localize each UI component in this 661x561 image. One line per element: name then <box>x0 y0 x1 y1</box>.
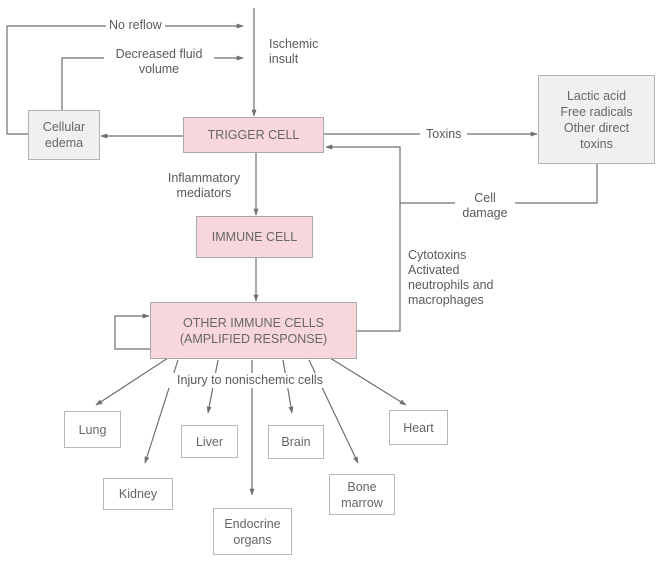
inflammatory-mediators-label: Inflammatory mediators <box>167 171 241 200</box>
no-reflow-label: No reflow <box>106 18 165 33</box>
to-heart-arrow <box>329 357 407 406</box>
amplification-loop <box>114 313 150 350</box>
injury-label: Injury to nonischemic cells <box>160 373 340 388</box>
toxins-label: Toxins <box>420 127 468 142</box>
ischemic-insult-label: Ischemic insult <box>269 37 319 66</box>
brain-box: Brain <box>268 425 324 459</box>
endocrine-organs-box: Endocrine organs <box>213 508 292 555</box>
lung-box: Lung <box>64 411 121 448</box>
cytotoxins-line <box>357 203 401 332</box>
liver-box: Liver <box>181 425 238 458</box>
cellular-edema-box: Cellular edema <box>28 110 100 160</box>
to-lung-arrow <box>95 357 169 406</box>
bone-marrow-box: Bone marrow <box>329 474 395 515</box>
cell-damage-label: Cell damage <box>455 191 515 221</box>
kidney-box: Kidney <box>103 478 173 510</box>
decreased-fluid-label: Decreased fluid volume <box>104 47 214 77</box>
other-immune-cells-box: OTHER IMMUNE CELLS (AMPLIFIED RESPONSE) <box>150 302 357 359</box>
trigger-cell-box: TRIGGER CELL <box>183 117 324 153</box>
cytotoxins-label: Cytotoxins Activated neutrophils and mac… <box>408 248 494 307</box>
heart-box: Heart <box>389 410 448 445</box>
immune-cell-box: IMMUNE CELL <box>196 216 313 258</box>
toxin-list-box: Lactic acid Free radicals Other direct t… <box>538 75 655 164</box>
